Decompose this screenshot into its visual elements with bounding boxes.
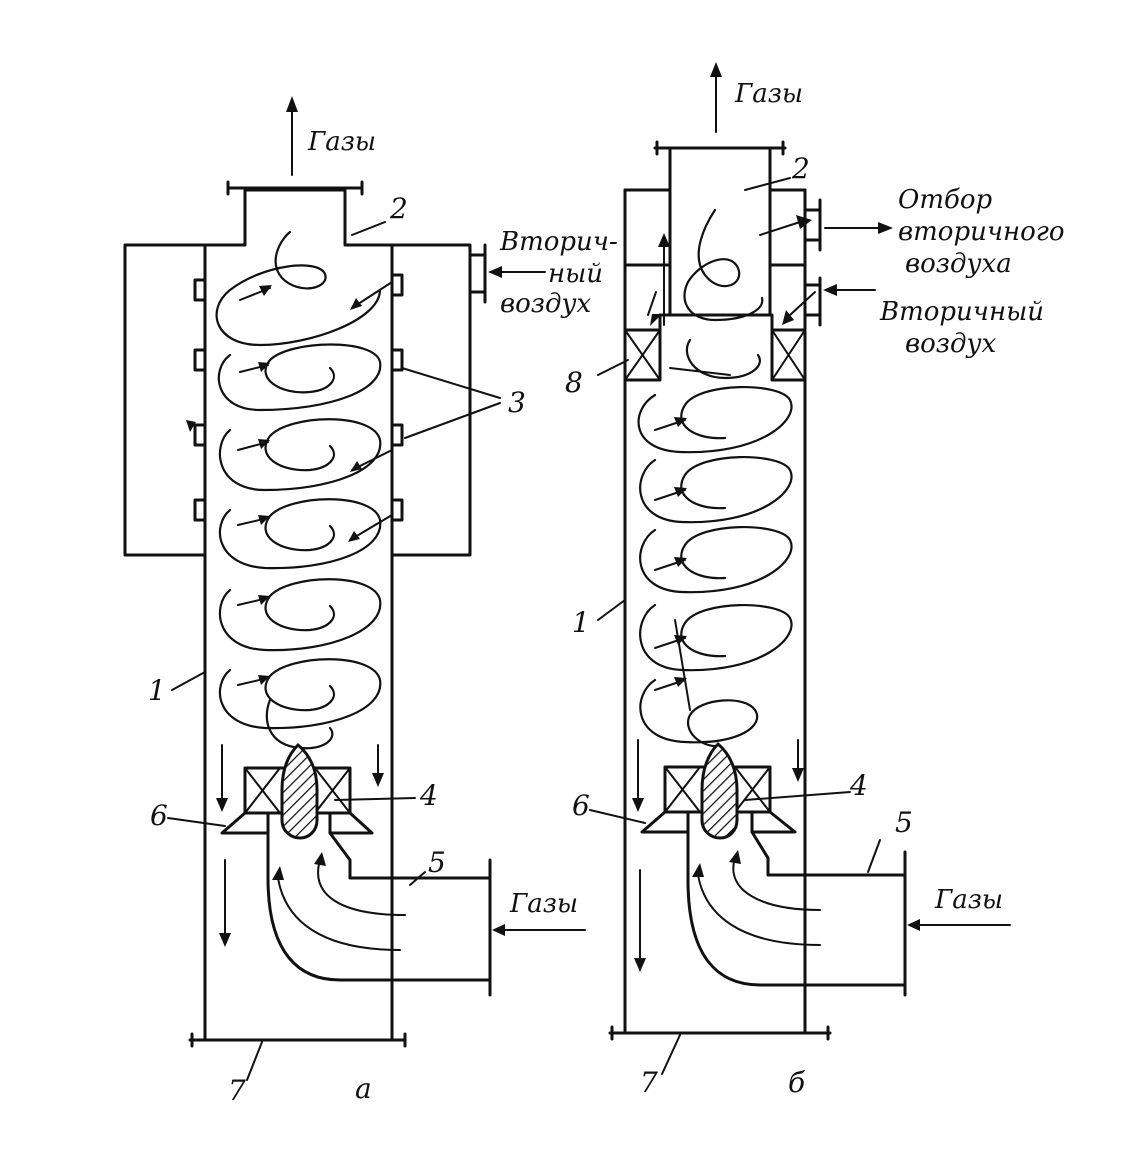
extraction-label-b-3: воздуха [905,249,1012,279]
secondary-air-arrow-a [488,266,546,278]
outlet-arrow-b [710,62,722,133]
shell-b [608,188,832,1041]
vortex-b [637,208,793,748]
outlet-arrow-a [286,96,298,176]
secondary-air-label-b-1: Вторичный [879,297,1044,327]
slots-a [193,273,404,522]
swirler-a [220,742,374,840]
callout-b-1: 1 [572,606,590,639]
leaders-b [589,177,881,1075]
downflow-arrows-a [216,744,384,947]
swirler-b [640,741,797,840]
callout-b-2: 2 [791,152,810,185]
callout-b-7: 7 [640,1066,658,1099]
callout-a-4: 4 [419,779,438,812]
annulus-arrows-b [647,215,816,326]
callout-a-3: 3 [508,386,526,419]
callout-b-4: 4 [849,769,868,802]
gases-out-label-a: Газы [307,127,376,157]
extraction-label-b-1: Отбор [898,185,992,215]
nozzles-b [803,188,822,327]
figure-b: Газы Отбор вторичного воздуха Вторичный … [565,62,1065,1099]
caption-b: б [788,1066,806,1099]
secondary-air-label-b-2: воздух [905,329,997,359]
outlet-pipe-b [653,140,787,317]
gases-in-label-a: Газы [509,889,578,919]
air-jacket-a [123,243,487,557]
callout-b-5: 5 [895,806,913,839]
side-arrows-b [823,222,893,296]
gases-in-label-b: Газы [934,885,1003,915]
inlet-pipe-b [686,830,1011,997]
annular-swirler-b [623,313,807,382]
callout-a-6: 6 [150,799,168,832]
inlet-pipe-a [266,831,586,997]
secondary-air-label-a-2: ный [548,259,603,289]
extraction-label-b-2: вторичного [898,217,1065,247]
secondary-air-label-a-3: воздух [500,289,592,319]
callout-a-1: 1 [148,674,166,707]
shell-a [188,180,407,1048]
leaders-a [167,221,501,1081]
callout-b-6: 6 [572,789,590,822]
secondary-air-label-a-1: Вторич- [499,227,618,257]
vortex-a [186,230,393,750]
figure-a: Газы Вторич- ный воздух Газы 2 3 1 4 6 5… [123,96,618,1107]
caption-a: а [355,1072,372,1105]
gases-out-label-b: Газы [734,79,803,109]
callout-a-7: 7 [228,1074,246,1107]
callout-b-8: 8 [565,366,583,399]
downflow-arrows-b [632,739,804,972]
callout-a-2: 2 [389,192,408,225]
callout-a-5: 5 [428,846,446,879]
